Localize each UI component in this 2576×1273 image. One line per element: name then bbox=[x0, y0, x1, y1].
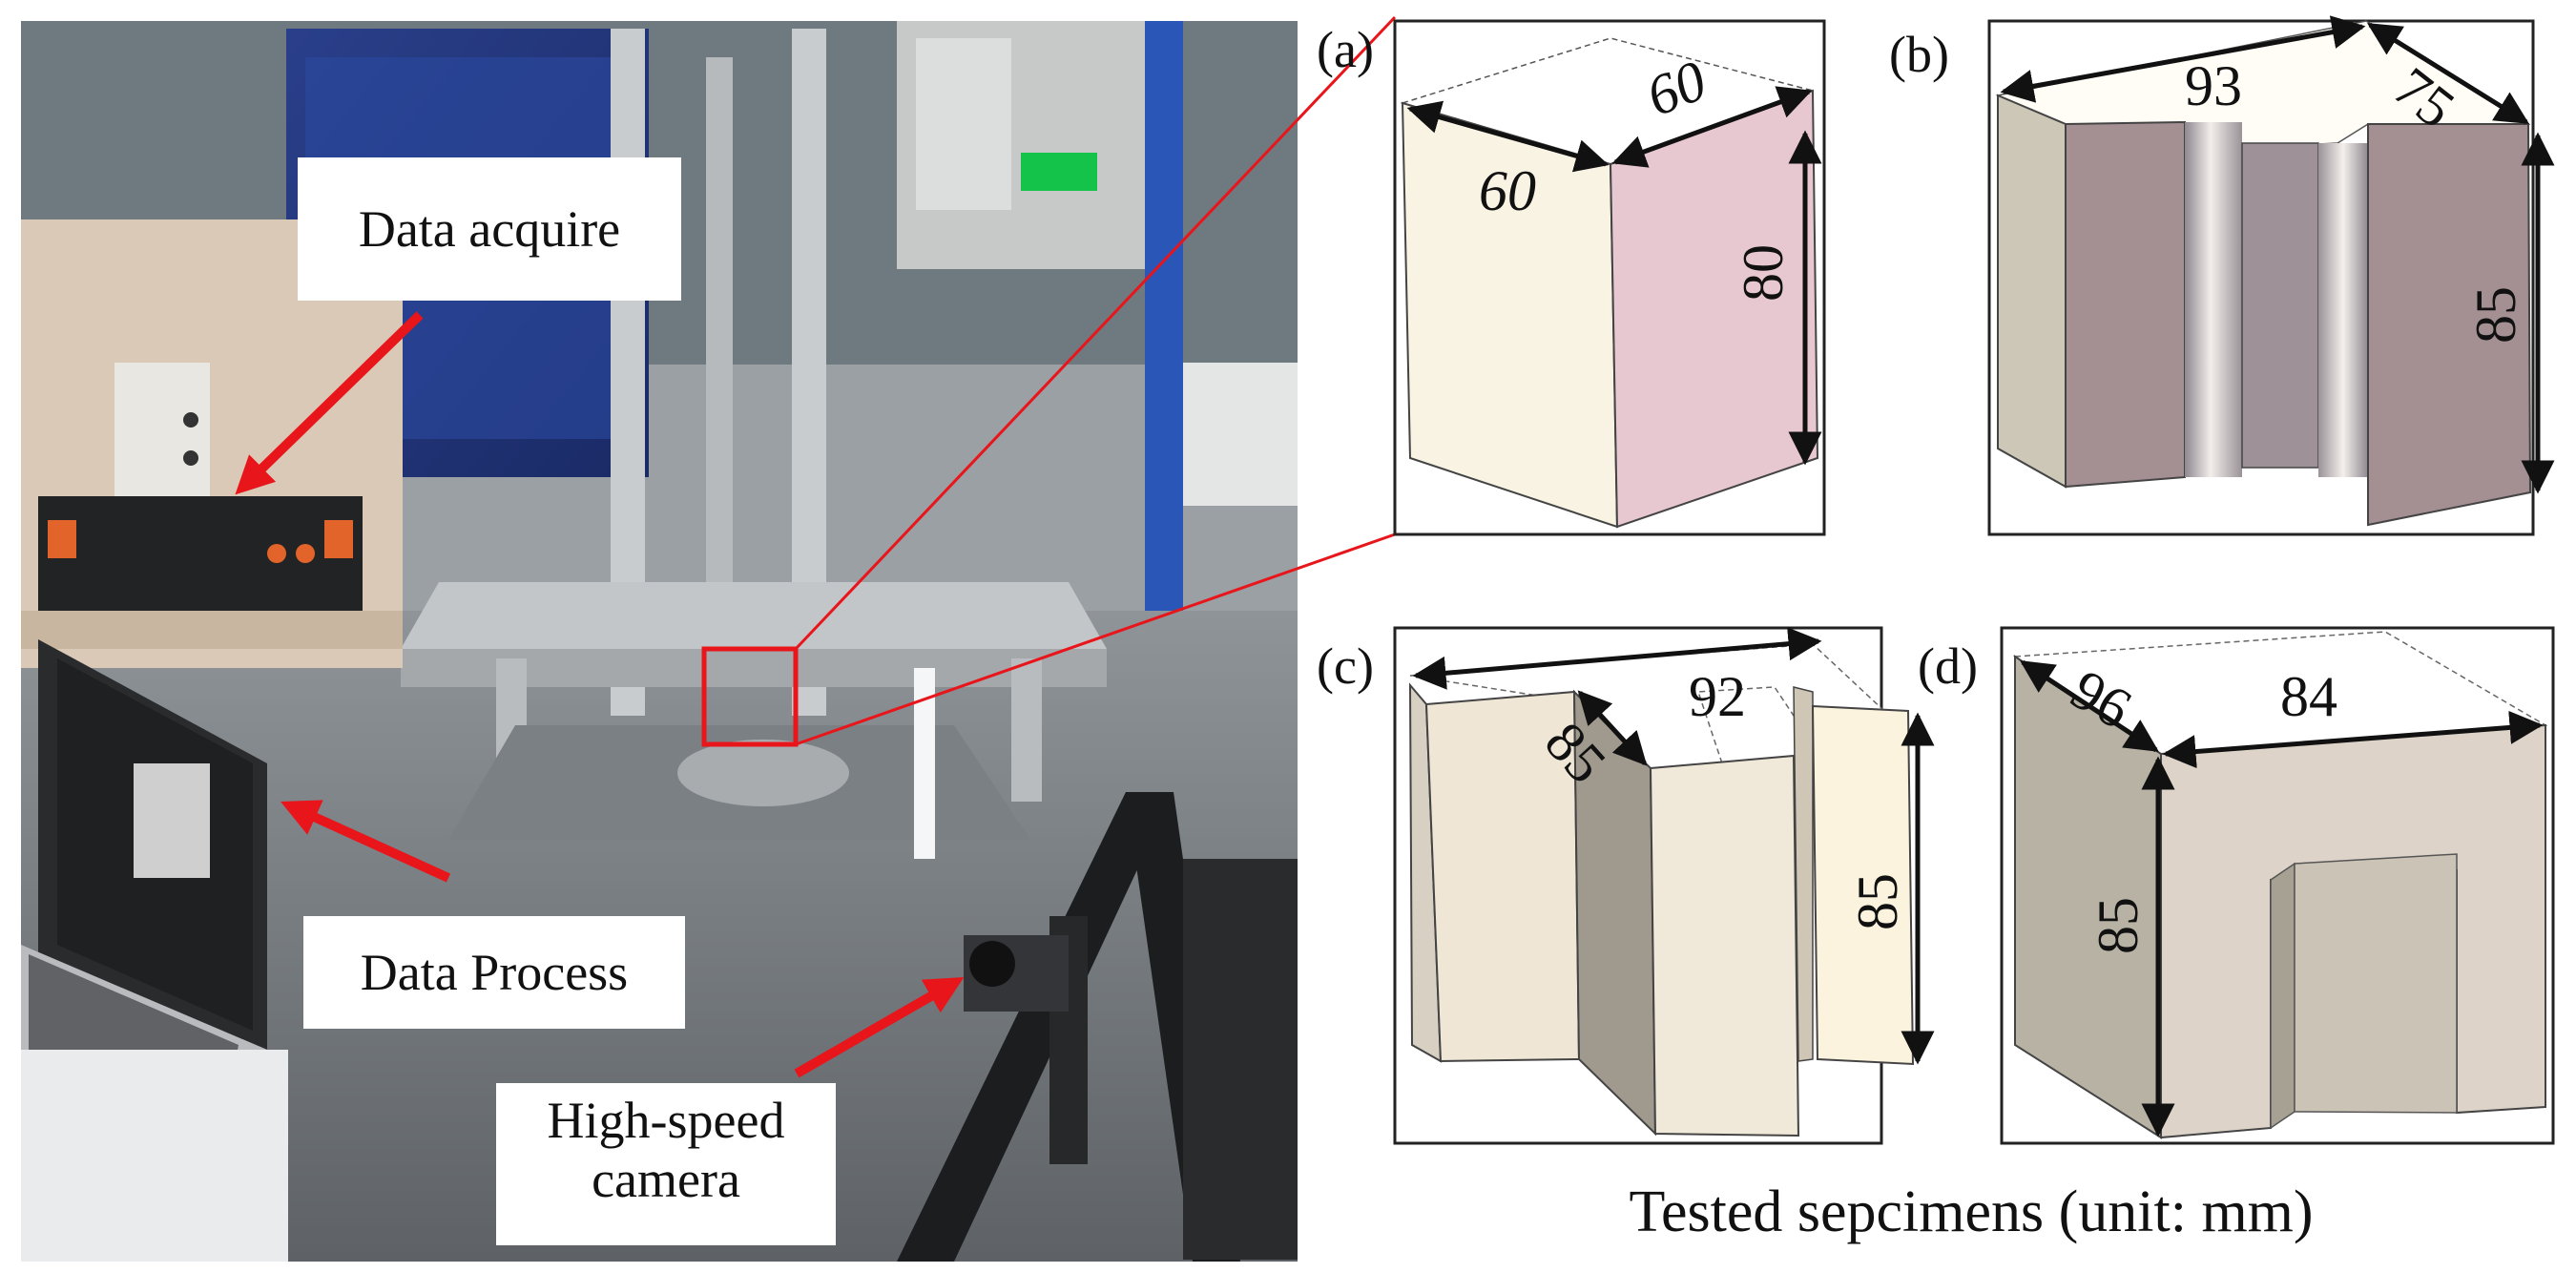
label-data-process: Data Process bbox=[303, 916, 685, 1029]
panel-b-groove-1 bbox=[2185, 122, 2242, 477]
panel-b-groove-2 bbox=[2318, 143, 2368, 477]
label-data-acquire: Data acquire bbox=[298, 157, 681, 301]
arrow-data-acquire bbox=[235, 311, 424, 495]
arrow-high-speed-camera bbox=[794, 977, 965, 1078]
arrow-data-process bbox=[280, 800, 451, 883]
specimens-caption: Tested sepcimens (unit: mm) bbox=[1629, 1179, 2313, 1244]
panel-a-dim-front: 60 bbox=[1479, 159, 1536, 222]
panel-b-dim-width: 93 bbox=[2185, 54, 2242, 117]
panel-d-dim-width: 84 bbox=[2280, 665, 2337, 728]
panel-b-groove-back bbox=[2241, 142, 2319, 469]
panel-b-label: (b) bbox=[1889, 26, 1949, 83]
panel-c-label: (c) bbox=[1317, 637, 1374, 695]
panel-b-face-1 bbox=[2065, 120, 2186, 489]
panel-b: (b) 93 75 85 bbox=[1889, 15, 2555, 536]
zoom-box bbox=[701, 646, 799, 747]
panel-d: (d) 96 84 85 bbox=[1918, 626, 2555, 1145]
panel-d-dim-height: 85 bbox=[2087, 897, 2150, 954]
panel-a-label: (a) bbox=[1317, 21, 1374, 78]
zoom-highlight bbox=[701, 15, 1397, 747]
zoom-line-top bbox=[794, 15, 1397, 651]
panel-b-dim-height: 85 bbox=[2464, 286, 2527, 344]
panel-d-arch-back bbox=[2294, 853, 2458, 1114]
panel-a-dim-height: 80 bbox=[1732, 244, 1795, 302]
panel-d-label: (d) bbox=[1918, 637, 1978, 695]
panel-b-left-face bbox=[1997, 94, 2067, 489]
label-high-speed-camera: High-speed camera bbox=[496, 1083, 836, 1245]
panel-c-dim-height: 85 bbox=[1846, 873, 1909, 930]
callout-arrows bbox=[235, 311, 965, 1078]
panel-a-right-face bbox=[1609, 89, 1819, 529]
panel-c-dim-width: 92 bbox=[1689, 665, 1746, 728]
panel-c: (c) 92 85 85 bbox=[1317, 626, 1935, 1145]
panel-c-back-slab bbox=[1793, 686, 1814, 1062]
panel-a: (a) 60 60 80 bbox=[1317, 19, 1826, 536]
zoom-line-bottom bbox=[795, 532, 1396, 746]
panel-c-front-2 bbox=[1649, 754, 1800, 1137]
panel-d-arch-inner bbox=[2270, 862, 2296, 1130]
